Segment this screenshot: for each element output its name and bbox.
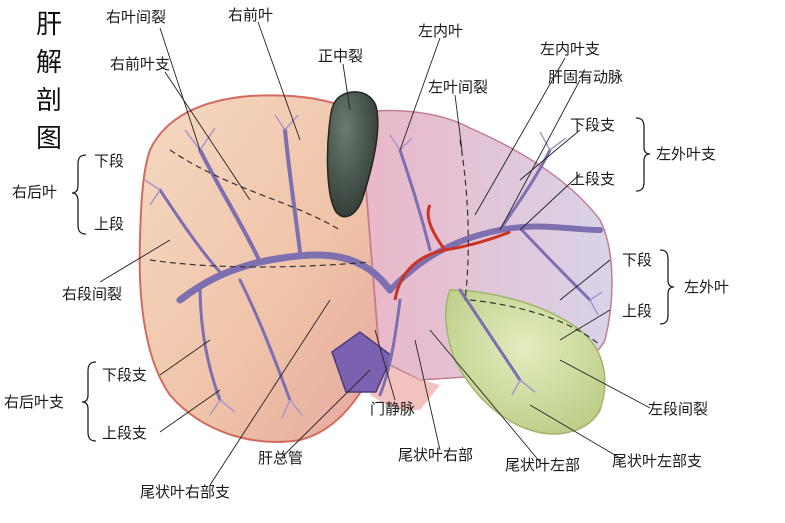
label-rpb-inferior-branch: 下段支 bbox=[102, 366, 148, 384]
label-rpb-superior-branch: 上段支 bbox=[102, 424, 148, 442]
label-lll-inferior: 下段 bbox=[622, 251, 653, 269]
label-left-lateral-branch: 左外叶支 bbox=[656, 145, 717, 163]
label-right-segmental-fissure: 右段间裂 bbox=[62, 285, 123, 303]
label-caudate-right-branch: 尾状叶右部支 bbox=[140, 483, 231, 501]
label-llb-superior-branch: 上段支 bbox=[570, 170, 616, 188]
title-char-3: 剖 bbox=[36, 86, 63, 116]
label-left-lateral-lobe: 左外叶 bbox=[684, 278, 730, 296]
label-caudate-left-branch: 尾状叶左部支 bbox=[612, 452, 703, 470]
fissure-lines bbox=[149, 139, 601, 346]
label-lll-superior: 上段 bbox=[622, 302, 653, 320]
label-left-medial-branch: 左内叶支 bbox=[540, 40, 601, 58]
gallbladder bbox=[326, 91, 379, 218]
label-right-interlobar-fissure: 右叶间裂 bbox=[106, 8, 167, 26]
label-rpl-inferior: 下段 bbox=[94, 152, 125, 170]
label-right-posterior-lobe: 右后叶 bbox=[12, 183, 58, 201]
label-proper-hepatic-artery: 肝固有动脉 bbox=[548, 68, 624, 86]
label-llb-inferior-branch: 下段支 bbox=[570, 116, 616, 134]
label-right-anterior-branch: 右前叶支 bbox=[110, 55, 171, 73]
label-caudate-right-part: 尾状叶右部 bbox=[398, 446, 474, 464]
label-left-segmental-fissure: 左段间裂 bbox=[648, 400, 709, 418]
right-lobe-shape bbox=[138, 94, 382, 443]
hepatic-artery bbox=[393, 204, 511, 301]
label-median-fissure: 正中裂 bbox=[318, 47, 364, 65]
title-char-2: 解 bbox=[36, 48, 63, 78]
label-rpl-superior: 上段 bbox=[94, 215, 125, 233]
label-left-interlobar-fissure: 左叶间裂 bbox=[428, 78, 489, 96]
title-char-1: 肝 bbox=[36, 10, 63, 40]
leader-lines bbox=[99, 21, 651, 486]
label-left-medial-lobe: 左内叶 bbox=[418, 22, 464, 40]
label-portal-vein: 门静脉 bbox=[370, 400, 416, 418]
braces bbox=[71, 117, 675, 442]
label-common-hepatic-duct: 肝总管 bbox=[258, 449, 304, 467]
label-right-anterior-lobe: 右前叶 bbox=[228, 6, 274, 24]
portal-vein-stump bbox=[331, 331, 393, 393]
vessel-tree bbox=[158, 128, 603, 402]
label-caudate-left-part: 尾状叶左部 bbox=[505, 456, 581, 474]
vessel-fine bbox=[144, 114, 603, 419]
label-right-posterior-branch: 右后叶支 bbox=[4, 393, 65, 411]
title-char-4: 图 bbox=[36, 124, 63, 154]
